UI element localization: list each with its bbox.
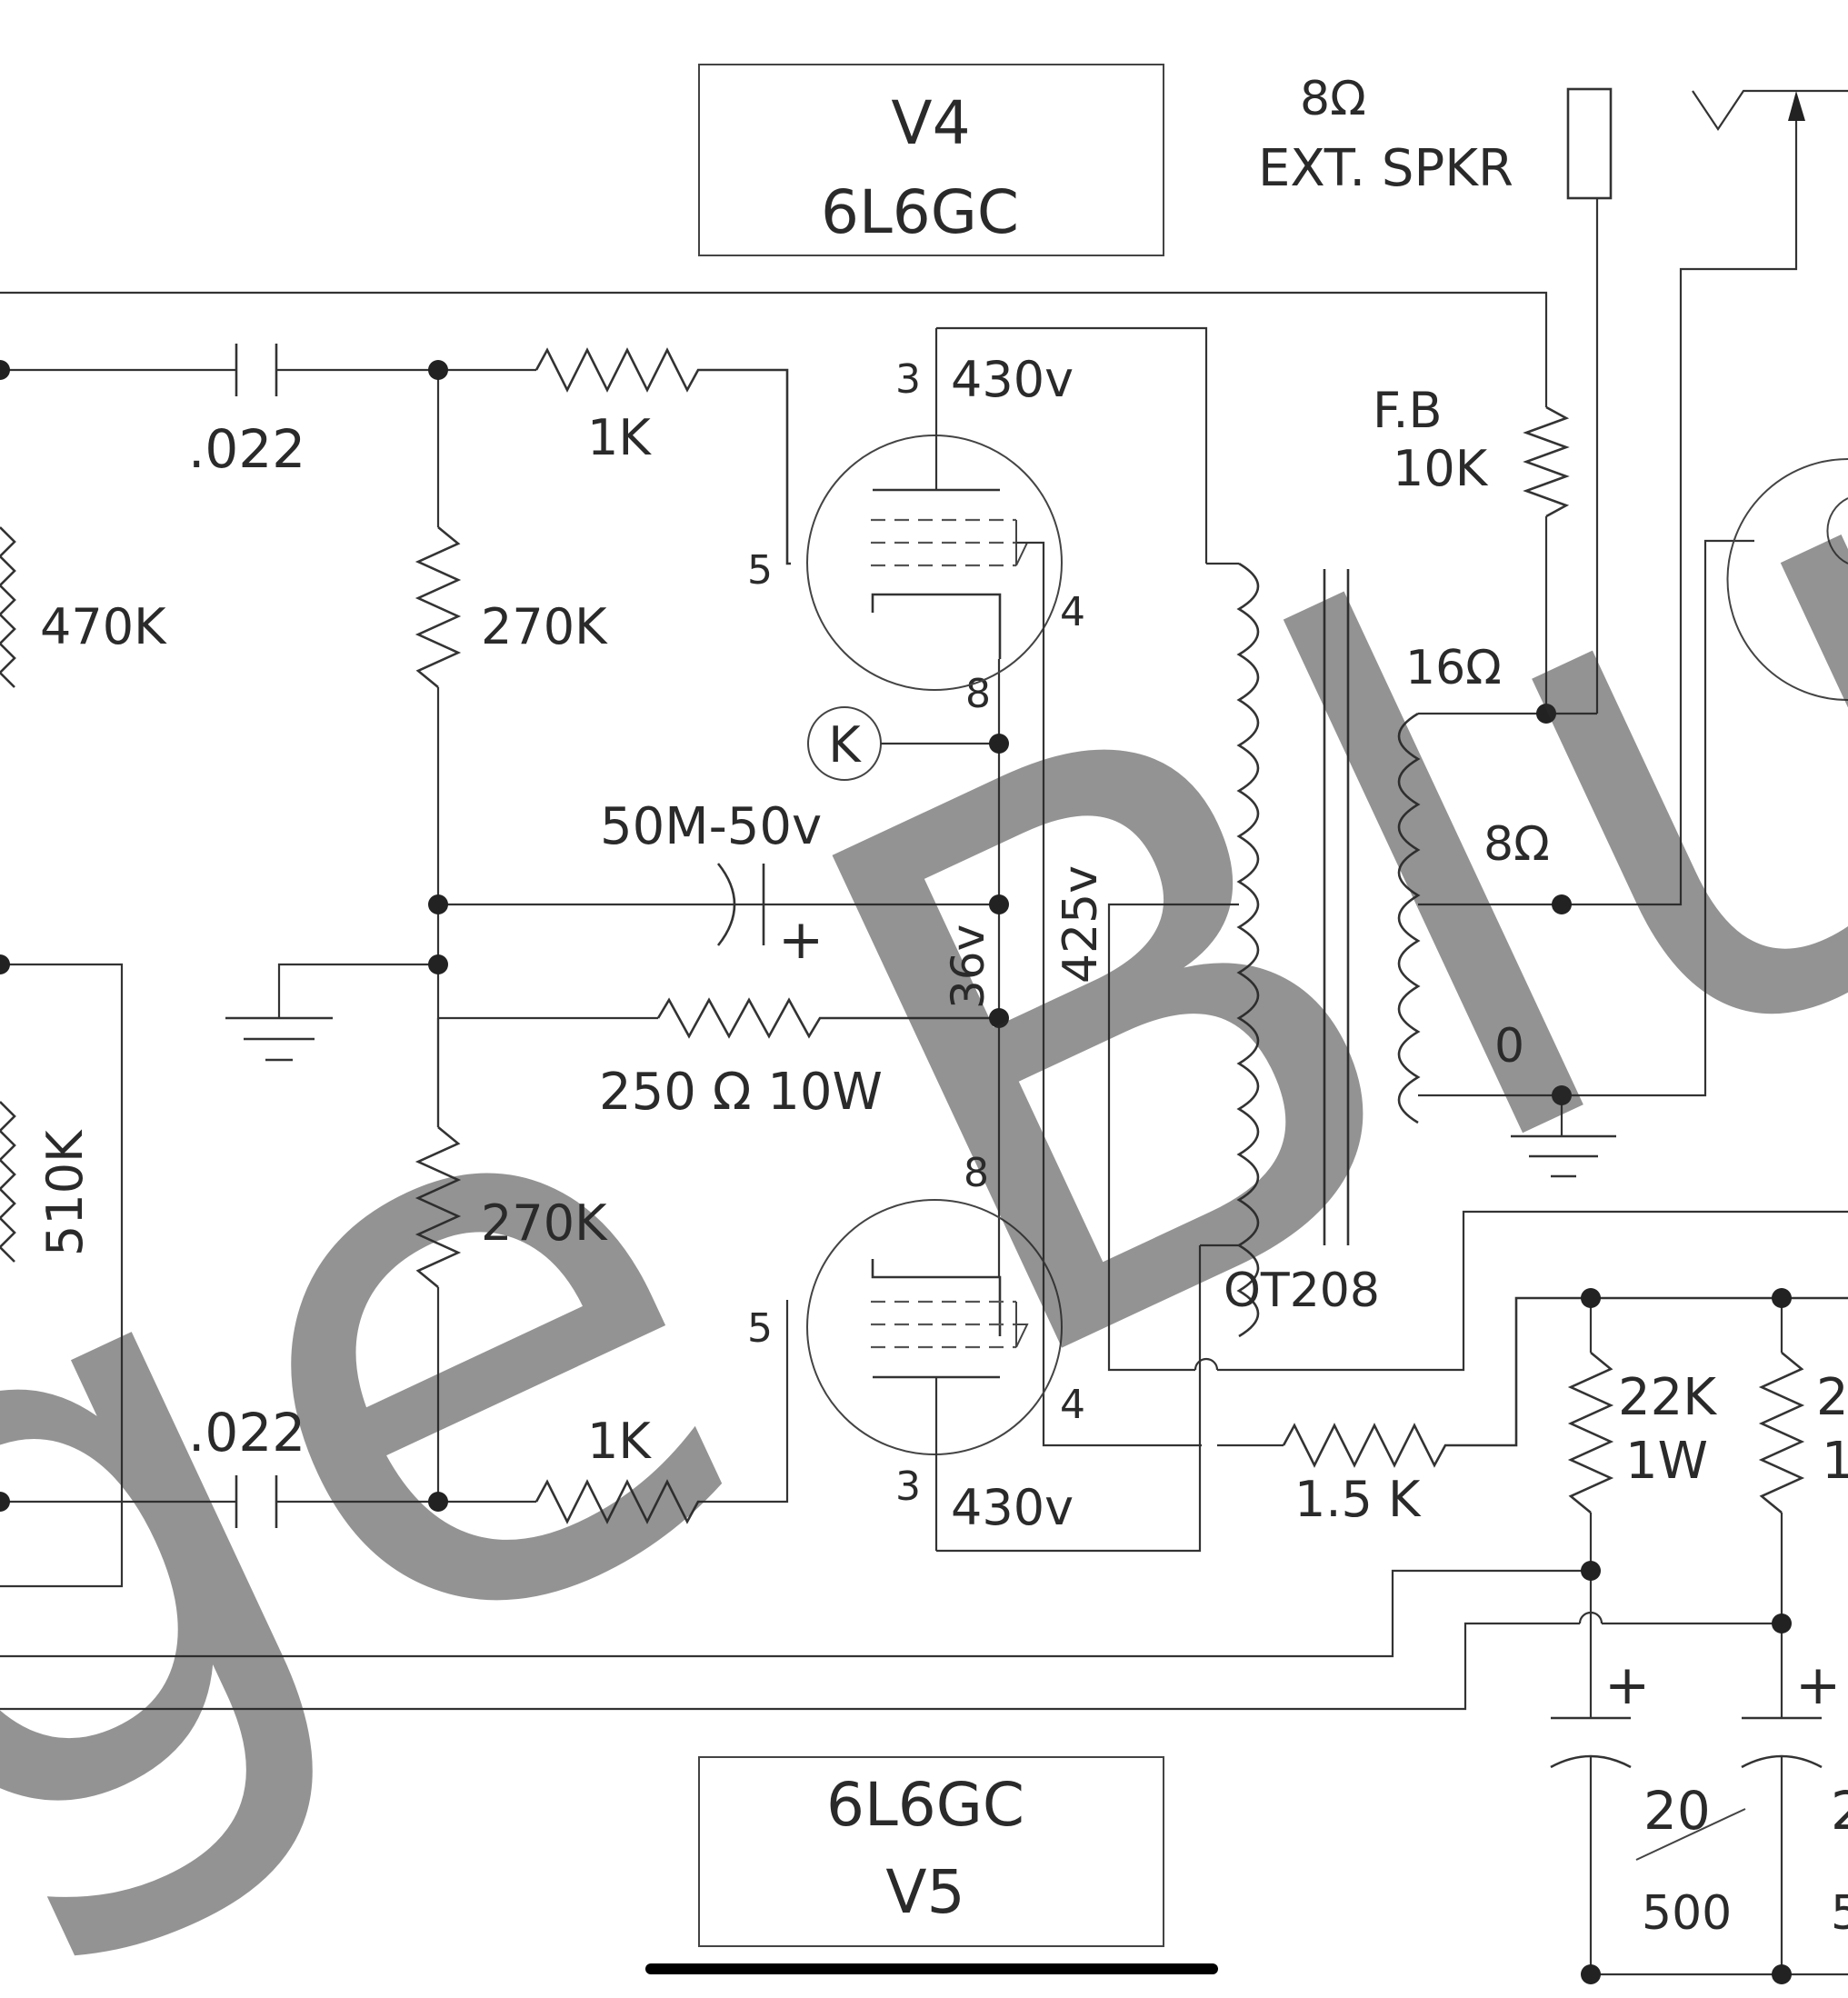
cathode-cap-label: 50M-50v — [600, 797, 822, 856]
filter-cap-b-value-num: 2 — [1831, 1780, 1848, 1842]
supply-b-power: 1 — [1822, 1432, 1848, 1491]
tap-0-label: 0 — [1494, 1019, 1524, 1074]
feedback-label: F.B — [1373, 382, 1443, 439]
supply-a-power: 1W — [1625, 1432, 1708, 1491]
ground-symbol-right — [1511, 1134, 1616, 1178]
k-marker-label: K — [828, 716, 862, 774]
grid-leak-470k-label: 470K — [40, 598, 167, 655]
ground-symbol-left — [225, 1016, 333, 1062]
tube-label-box-v5: 6L6GC V5 — [698, 1756, 1164, 1947]
speaker-impedance: 8Ω — [1300, 72, 1366, 126]
grid-leak-510k-label: 510K — [36, 1129, 94, 1256]
cathode-resistor — [656, 997, 999, 1039]
screen-resistor-label: 1.5 K — [1294, 1471, 1422, 1528]
pin-bot-cathode: 8 — [964, 1150, 989, 1196]
v5-type: 6L6GC — [826, 1770, 1024, 1840]
ext-speaker-jack: 8Ω EXT. SPKR — [1258, 72, 1848, 906]
feedback-value: 10K — [1393, 440, 1489, 497]
supply-resistor-a — [1567, 1351, 1614, 1514]
bias-top-resistor — [415, 525, 462, 689]
filter-cap-value-den: 500 — [1642, 1886, 1732, 1941]
transformer-name: OT208 — [1224, 1264, 1380, 1318]
plate-bottom-voltage: 430v — [951, 1479, 1074, 1536]
coupling-cap-top-value: .022 — [188, 418, 305, 480]
speaker-label: EXT. SPKR — [1258, 139, 1513, 198]
grid-leak-510k — [0, 1101, 16, 1263]
tube-v5-symbol — [806, 1199, 1063, 1551]
filter-cap-b-value-den: 5 — [1831, 1886, 1848, 1941]
pin-bot-grid: 5 — [747, 1305, 773, 1352]
pin-top-grid: 5 — [747, 547, 773, 594]
coupling-cap-bottom-value: .022 — [188, 1402, 305, 1464]
cathode-cap-plus: + — [778, 908, 824, 972]
cathode-bypass-capacitor — [716, 863, 765, 946]
bias-bottom-resistor — [415, 1125, 462, 1289]
pin-top-screen: 4 — [1060, 589, 1085, 635]
cathode-resistor-label: 250 Ω 10W — [599, 1063, 883, 1122]
pin-bot-screen: 4 — [1060, 1382, 1085, 1428]
grid-stop-bottom-resistor — [534, 1479, 700, 1524]
filter-capacitor-b — [1741, 1716, 1823, 1974]
supply-resistor-b — [1758, 1351, 1805, 1514]
feedback-resistor — [1523, 405, 1570, 518]
home-indicator[interactable] — [645, 1963, 1218, 1974]
supply-b-value: 2 — [1816, 1368, 1848, 1427]
v4-type: 6L6GC — [821, 177, 1019, 247]
cathode-voltage: 36v — [942, 924, 994, 1009]
tube-v4-symbol — [806, 328, 1063, 691]
tube-label-box-v4: V4 6L6GC — [698, 64, 1164, 256]
output-transformer — [1200, 562, 1421, 1338]
tap-16-label: 16Ω — [1405, 641, 1502, 695]
bias-top-label: 270K — [481, 598, 608, 655]
filter-capacitor-a — [1550, 1716, 1632, 1974]
tap-8-label: 8Ω — [1483, 817, 1550, 872]
filter-cap-value-num: 20 — [1643, 1780, 1711, 1842]
filter-cap-b-plus: + — [1795, 1653, 1841, 1717]
filter-cap-a-plus: + — [1604, 1653, 1650, 1717]
grid-leak-470k — [0, 526, 16, 688]
v4-name: V4 — [891, 88, 970, 158]
plate-top-voltage: 430v — [951, 351, 1074, 408]
screen-voltage: 425v — [1054, 865, 1108, 984]
grid-stop-bottom-label: 1K — [587, 1413, 652, 1470]
supply-a-value: 22K — [1618, 1368, 1717, 1427]
pin-bot-plate: 3 — [895, 1464, 921, 1510]
junction-dots — [0, 360, 1792, 1984]
grid-stop-top-resistor — [534, 347, 791, 565]
grid-stop-top-label: 1K — [587, 409, 652, 466]
v5-name: V5 — [885, 1857, 964, 1927]
pin-top-plate: 3 — [895, 356, 921, 403]
bias-bottom-label: 270K — [481, 1194, 608, 1252]
screen-resistor — [1282, 1296, 1848, 1468]
